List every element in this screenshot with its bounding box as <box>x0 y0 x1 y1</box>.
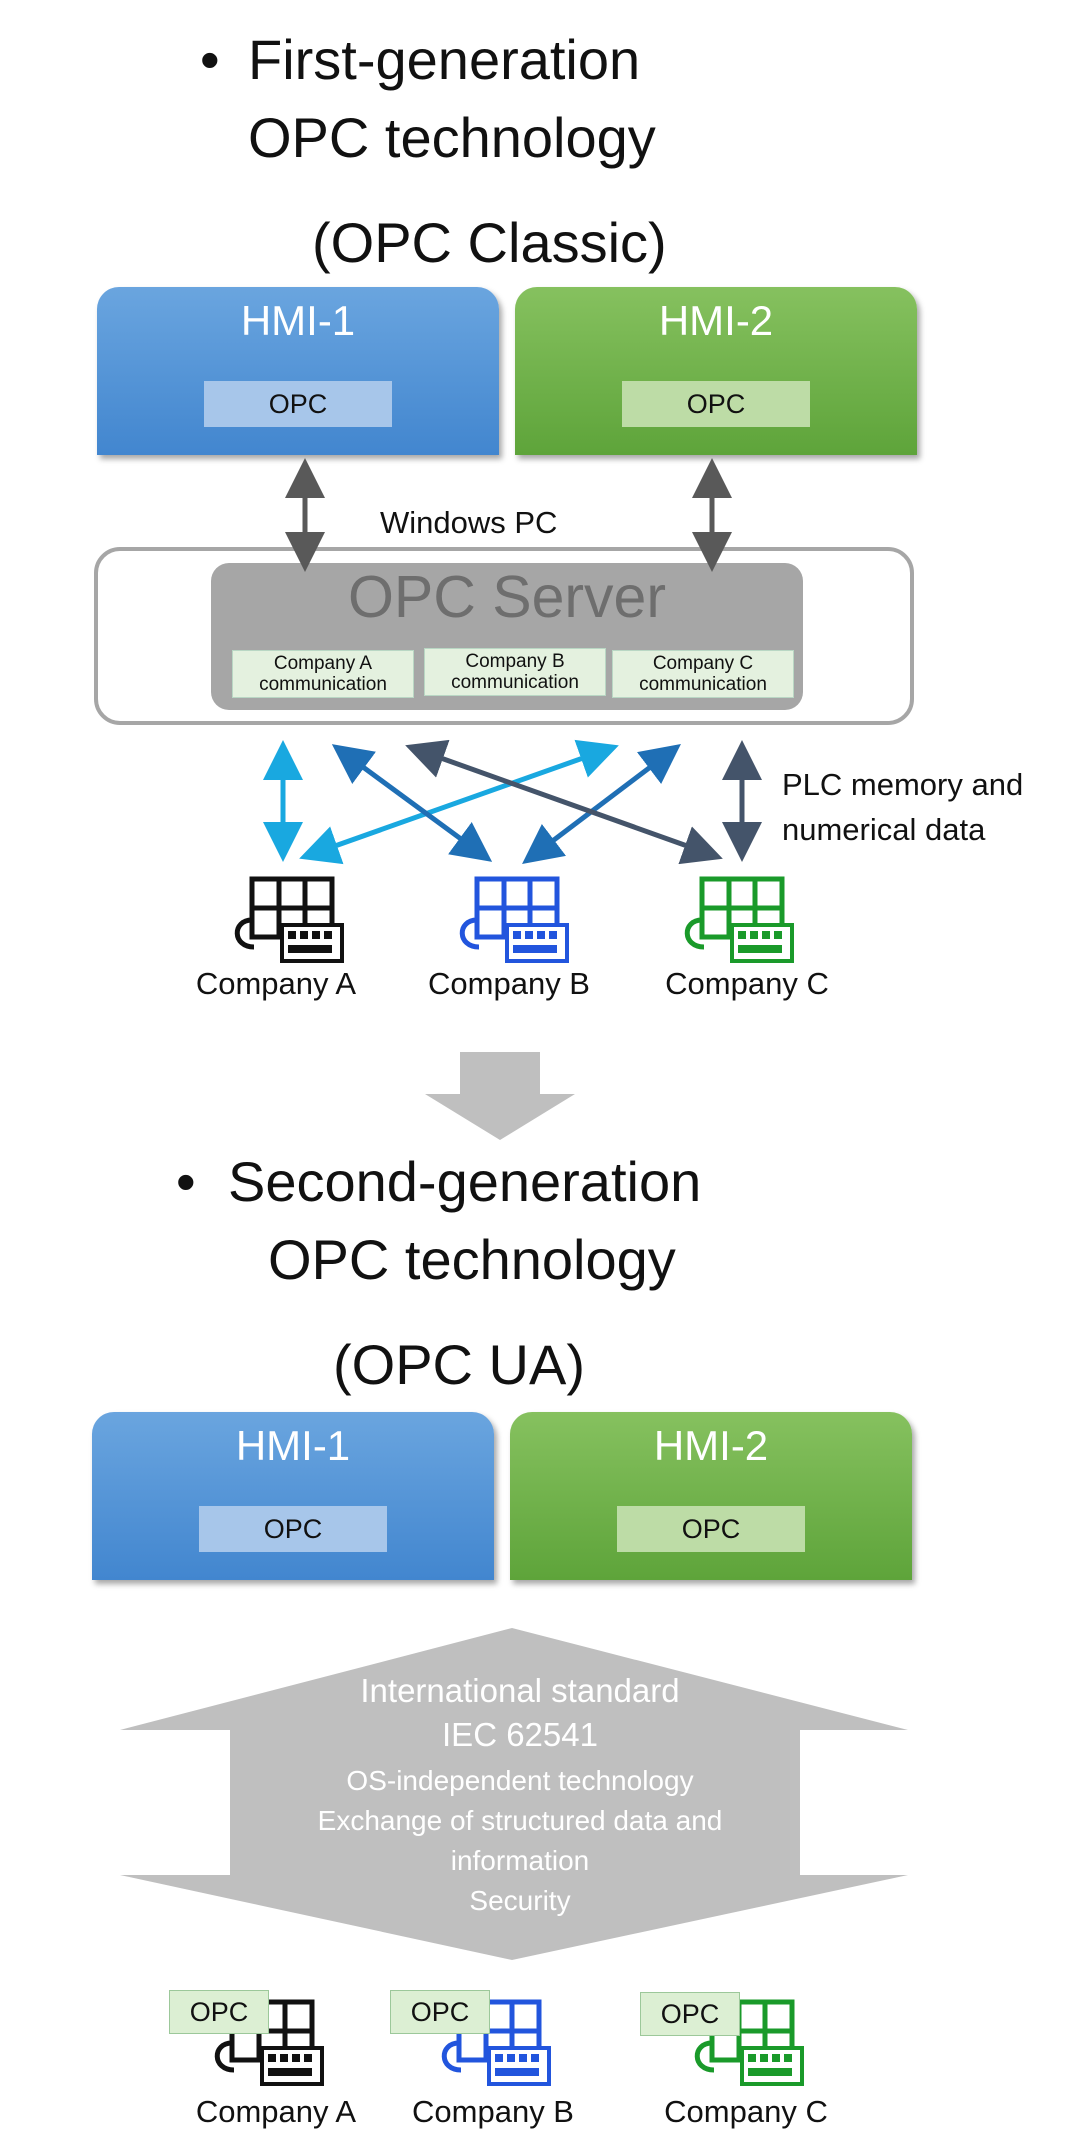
gen1-hmi1-opc: OPC <box>204 381 392 427</box>
standard-line1: International standard <box>360 1672 680 1709</box>
gen1-hmi2-box: HMI-2 OPC <box>515 287 917 455</box>
feature-os-independent: OS-independent technology <box>346 1765 694 1796</box>
feature-structured-data-line1: Exchange of structured data and <box>317 1805 723 1836</box>
gen1-hmi2-title: HMI-2 <box>658 297 774 344</box>
transition-down-arrow <box>425 1052 575 1140</box>
opc-tag-company-b: OPC <box>390 1990 490 2034</box>
comm-company-a-line2: communication <box>259 674 387 695</box>
gen1-hmi1-title: HMI-1 <box>240 297 356 344</box>
opc-tag-company-a: OPC <box>169 1990 269 2034</box>
gen2-heading: • Second-generation OPC technology <box>176 1150 702 1293</box>
gen2-heading-line1: Second-generation <box>228 1150 702 1213</box>
gen2-company-c-label: Company C <box>664 2094 828 2129</box>
feature-security: Security <box>469 1885 571 1916</box>
arrow-b-right <box>522 743 681 865</box>
opc-tag-company-c: OPC <box>640 1992 740 2036</box>
gen2-hmi2-box: HMI-2 OPC <box>510 1412 912 1580</box>
bullet-icon: • <box>176 1150 196 1213</box>
comm-company-c-line1: Company C <box>652 653 754 674</box>
gen2-company-a-label: Company A <box>195 2094 357 2129</box>
standard-double-arrow <box>120 1628 908 1960</box>
windows-pc-frame <box>94 547 914 725</box>
plc-note: PLC memory and numerical data <box>782 762 1023 852</box>
standard-line2: IEC 62541 <box>442 1716 598 1753</box>
gen1-hmi1-box: HMI-1 OPC <box>97 287 499 455</box>
comm-company-c-line2: communication <box>639 674 767 695</box>
gen2-hmi1-title: HMI-1 <box>235 1422 351 1469</box>
plc-device-icon-company-b <box>459 876 569 963</box>
bullet-icon: • <box>200 28 220 91</box>
plc-note-line1: PLC memory and <box>782 767 1024 802</box>
gen2-hmi2-opc: OPC <box>617 1506 805 1552</box>
gen2-hmi2-title: HMI-2 <box>653 1422 769 1469</box>
gen1-heading-line2: OPC technology <box>248 106 656 170</box>
comm-company-b-line1: Company B <box>465 651 565 672</box>
plc-note-line2: numerical data <box>782 812 986 847</box>
gen1-heading: • First-generation OPC technology <box>200 28 656 171</box>
gen1-subtitle: (OPC Classic) <box>312 211 667 274</box>
gen2-hmi1-opc: OPC <box>199 1506 387 1552</box>
gen1-company-a-label: Company A <box>195 966 357 1001</box>
plc-device-icon-company-a <box>234 876 344 963</box>
gen2-heading-line2: OPC technology <box>268 1228 676 1292</box>
gen2-subtitle: (OPC UA) <box>333 1333 585 1396</box>
gen1-heading-line1: First-generation <box>248 28 641 91</box>
arrow-c-cross <box>405 739 723 865</box>
gen1-company-b-label: Company B <box>428 966 590 1001</box>
plc-device-icon-company-c <box>684 876 794 963</box>
gen2-hmi1-box: HMI-1 OPC <box>92 1412 494 1580</box>
gen1-hmi2-opc: OPC <box>622 381 810 427</box>
opc-server-title: OPC Server <box>347 564 667 630</box>
gen1-connection-arrows <box>263 458 762 865</box>
gen2-company-b-label: Company B <box>412 2094 574 2129</box>
comm-company-a-line1: Company A <box>273 653 373 674</box>
gen1-company-c-label: Company C <box>665 966 829 1001</box>
comm-company-b-line2: communication <box>451 672 579 693</box>
windows-pc-label: Windows PC <box>380 505 558 540</box>
feature-structured-data-line2: information <box>450 1845 590 1876</box>
